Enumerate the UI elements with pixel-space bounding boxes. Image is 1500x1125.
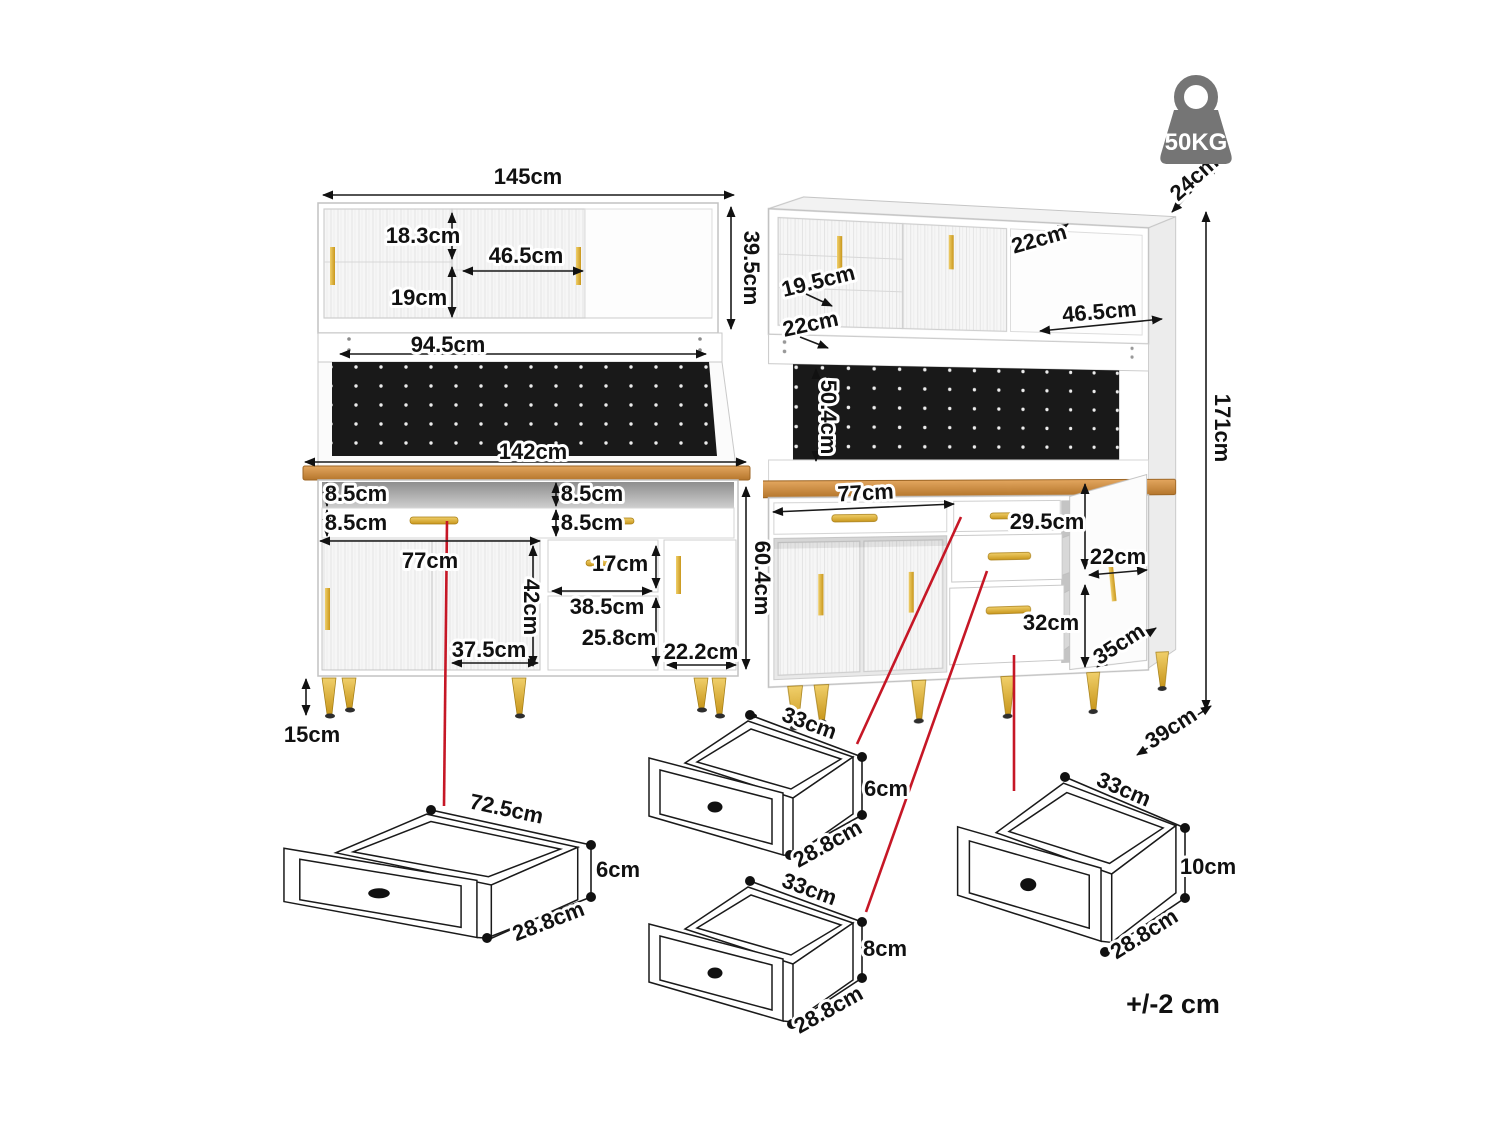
- dim-front-middle-section-width: 38.5cm: [570, 594, 645, 619]
- dim-front-base-height: 60.4cm: [750, 541, 775, 616]
- dim-front-glass-door-width: 46.5cm: [489, 243, 564, 268]
- side-view-dimensions: 24cm 22cm 19.5cm 22cm 46.5cm 50.4cm 171c…: [772, 146, 1238, 757]
- lower-panel: [547, 595, 659, 671]
- dim-side-top-gap: 22cm: [1008, 219, 1069, 259]
- dim-side-total-height: 171cm: [1210, 394, 1235, 463]
- dim-front-sliding-door-width: 37.5cm: [452, 637, 527, 662]
- dim-side-base-depth: 39cm: [1141, 702, 1202, 754]
- gold-handle: [597, 517, 635, 525]
- gold-handle: [986, 606, 1031, 614]
- dim-front-left-gap: 8.5cm: [325, 481, 387, 506]
- tolerance-note: +/-2 cm: [1126, 989, 1220, 1019]
- cabinet-legs: [321, 677, 757, 719]
- countertop: [763, 479, 1176, 498]
- gold-handle: [988, 552, 1031, 560]
- dim-front-leg-height: 15cm: [284, 722, 340, 747]
- dim-front-upper-shelf: 18.3cm: [386, 223, 461, 248]
- gold-handle: [585, 559, 623, 567]
- open-shelf: [1010, 229, 1142, 335]
- dim-side-upper-section-height: 29.5cm: [1010, 509, 1085, 534]
- dim-front-lower-section-height: 25.8cm: [582, 625, 657, 650]
- dim-side-upper-shelf-depth: 19.5cm: [779, 260, 857, 302]
- dim-front-open-shelf-width: 94.5cm: [411, 332, 486, 357]
- countertop: [302, 465, 751, 481]
- dim-side-lower-drawer-height: 32cm: [1023, 610, 1079, 635]
- side-view-cabinet: [763, 161, 1202, 758]
- cabinet-top-face: [769, 195, 1176, 229]
- dim-side-left-section-width: 77cm: [837, 479, 895, 507]
- dim-side-side-depth: 22cm: [1090, 544, 1146, 569]
- dim-front-total-width: 145cm: [494, 164, 563, 189]
- gold-handle: [409, 516, 459, 525]
- sliding-glass-door: [431, 539, 541, 671]
- dim-drawer3-height: 8cm: [863, 936, 907, 961]
- open-drawer: [950, 585, 1064, 665]
- sliding-glass-door: [321, 539, 433, 671]
- shelf-band: [317, 332, 723, 363]
- dim-drawer1-height: 6cm: [596, 857, 640, 882]
- dim-drawer4-height: 10cm: [1180, 854, 1236, 879]
- dim-side-lower-shelf-depth: 22cm: [780, 306, 840, 342]
- dim-front-right-gap: 8.5cm: [561, 481, 623, 506]
- drawer-diagrams: [282, 720, 1177, 1023]
- open-shelf: [584, 208, 713, 319]
- gold-handle: [325, 588, 330, 630]
- dim-front-middle-drawer-height: 17cm: [592, 551, 648, 576]
- dim-front-right-door-width: 22.2cm: [664, 639, 739, 664]
- callout-lines: [442, 516, 1016, 913]
- glass-door: [778, 218, 903, 329]
- gold-handle: [576, 247, 581, 285]
- dim-front-hutch-height: 39.5cm: [739, 231, 764, 306]
- dim-front-door-height: 42cm: [519, 579, 544, 635]
- dim-side-pegboard-height: 50.4cm: [816, 380, 841, 455]
- cabinet-legs: [788, 652, 1169, 731]
- dim-side-door-depth: 35cm: [1089, 618, 1150, 670]
- side-view-drawing: [763, 161, 1202, 731]
- gold-handle: [330, 247, 335, 285]
- glass-door: [451, 208, 586, 319]
- gold-handle: [990, 513, 1029, 519]
- weight-capacity-label: 50KG: [1165, 129, 1228, 156]
- dim-front-left-drawer: 8.5cm: [325, 510, 387, 535]
- dim-front-lower-shelf: 19cm: [391, 285, 447, 310]
- gold-handle: [676, 556, 681, 594]
- dim-front-left-section-width: 77cm: [402, 548, 458, 573]
- dim-front-right-drawer: 8.5cm: [561, 510, 623, 535]
- shelf-band: [769, 334, 1149, 371]
- dim-drawer1-width: 72.5cm: [467, 789, 545, 829]
- dim-front-countertop-width: 142cm: [499, 439, 568, 464]
- front-view-dimensions: 145cm 39.5cm 18.3cm 19cm 46.5cm 94.5cm 1…: [281, 161, 778, 750]
- glass-door: [903, 224, 1007, 332]
- front-view-cabinet: [302, 202, 757, 719]
- top-recess: [322, 482, 734, 508]
- glass-door: [323, 208, 453, 319]
- weight-capacity-icon: 50KG: [1160, 75, 1232, 164]
- drawer-row: [321, 507, 735, 539]
- dim-drawer2-height: 6cm: [864, 776, 908, 801]
